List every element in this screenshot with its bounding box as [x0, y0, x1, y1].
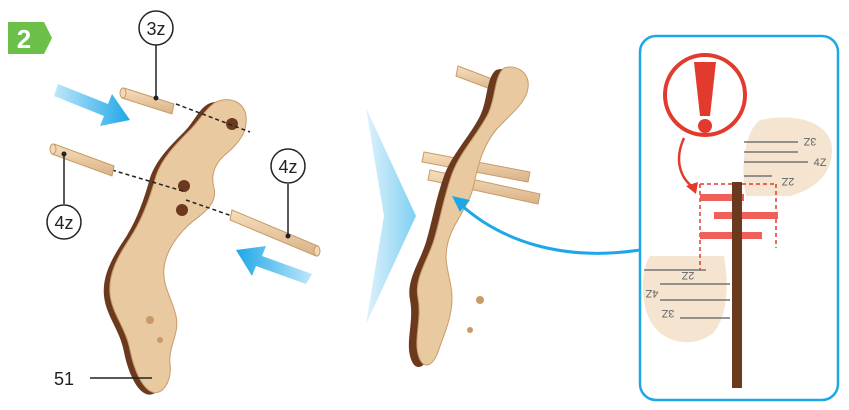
- transition-arrow-icon: [366, 108, 416, 324]
- part-number-label: 51: [54, 369, 74, 389]
- callout-top-peg-label: 3z: [146, 19, 165, 39]
- callout-left-peg: 4z: [47, 152, 81, 240]
- insertion-arrow-icon: [452, 196, 640, 253]
- warning-icon: [665, 55, 745, 135]
- part-51-exploded: [104, 100, 247, 395]
- step-number: 2: [17, 24, 31, 54]
- detail-label-4z-b: 4Z: [645, 287, 658, 299]
- detail-panel: 3Z 4Z 2Z 2Z 4Z 3Z: [640, 36, 838, 400]
- direction-arrow-icon: [54, 84, 130, 126]
- callout-right-peg-label: 4z: [278, 157, 297, 177]
- detail-label-3z-b: 3Z: [661, 307, 674, 319]
- peg-left-4z: [50, 144, 114, 176]
- detail-label-4z: 4Z: [814, 157, 827, 169]
- detail-label-2z: 2Z: [781, 175, 794, 187]
- detail-label-3z: 3Z: [803, 135, 816, 147]
- callout-left-peg-label: 4z: [54, 213, 73, 233]
- part-edge-view: [732, 182, 742, 388]
- detail-label-2z-b: 2Z: [681, 269, 694, 281]
- peg-top-3z: [120, 88, 174, 114]
- step-badge-icon: 2: [8, 22, 52, 54]
- callout-top-peg: 3z: [139, 11, 173, 101]
- direction-arrow-icon: [236, 246, 312, 284]
- callout-right-peg: 4z: [271, 149, 305, 239]
